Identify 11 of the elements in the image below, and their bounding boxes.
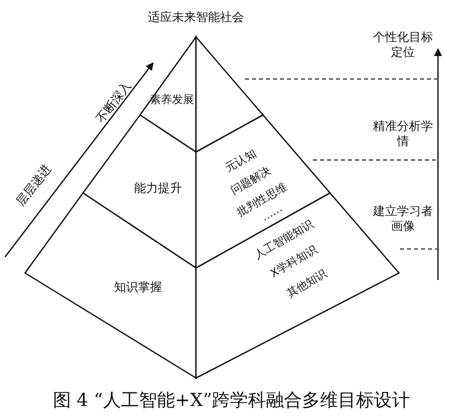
axis-label: 精准分析学情 (372, 119, 434, 149)
direction-label: 层层递进 (12, 160, 55, 210)
figure-caption: 图 4 “人工智能+X”跨学科融合多维目标设计 (52, 389, 412, 412)
axis-label: 个性化目标定位 (372, 30, 434, 60)
apex-label: 适应未来智能社会 (147, 10, 245, 25)
pyramid-face (196, 37, 263, 152)
axis-label: 建立学习者画像 (372, 204, 434, 234)
face-label: 能力提升 (134, 181, 182, 195)
direction-label: 不断深入 (92, 78, 135, 128)
face-label: 素养发展 (150, 93, 194, 107)
face-label: 知识掌握 (114, 280, 162, 294)
